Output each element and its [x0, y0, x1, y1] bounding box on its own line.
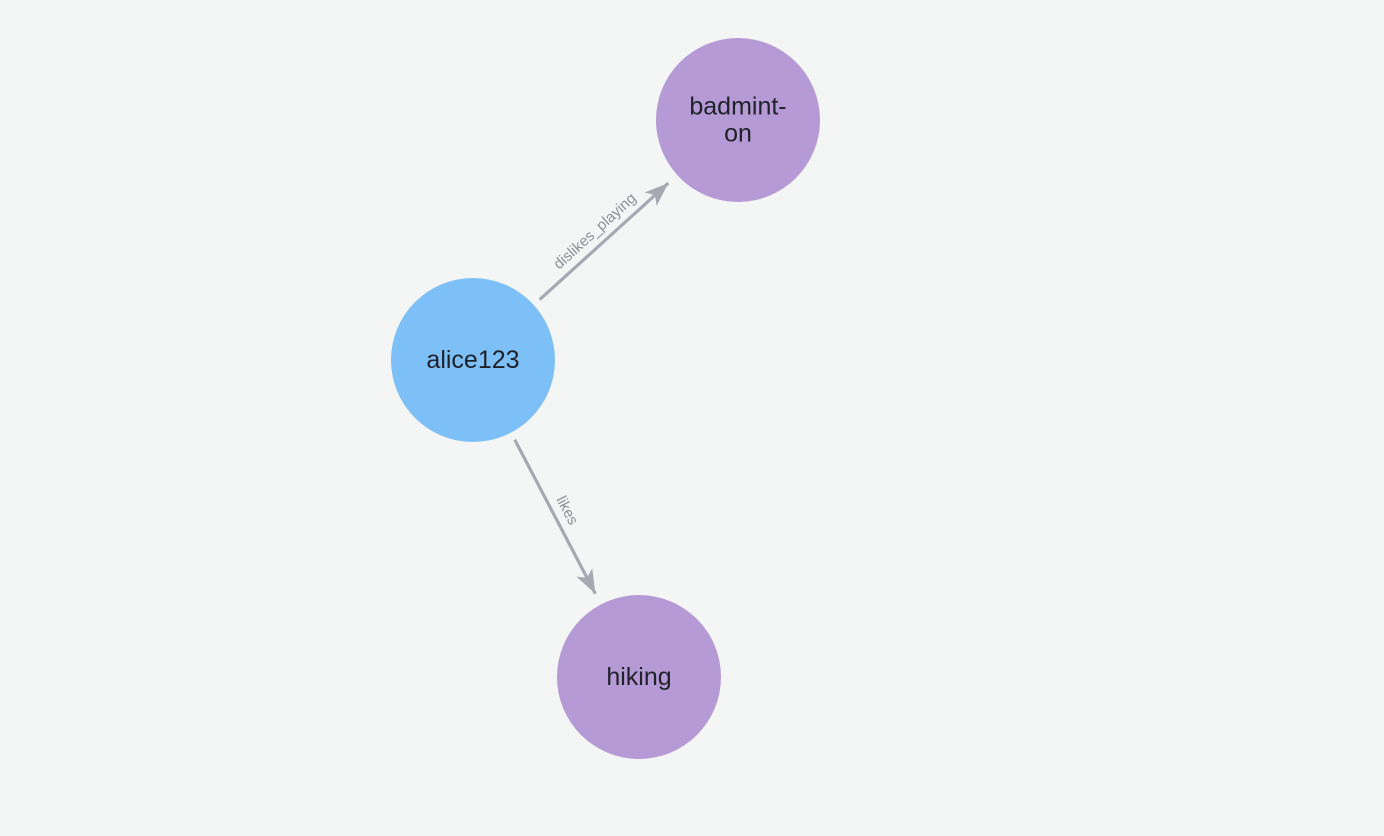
- graph-edge-dislikes_playing[interactable]: dislikes_playing: [538, 181, 670, 301]
- graph-node-badminton[interactable]: badmint-on: [656, 38, 820, 202]
- edge-label: dislikes_playing: [550, 190, 639, 273]
- graph-node-hiking[interactable]: hiking: [557, 595, 721, 759]
- edge-line[interactable]: [538, 181, 670, 301]
- node-circle[interactable]: [656, 38, 820, 202]
- node-circle[interactable]: [557, 595, 721, 759]
- graph-edge-likes[interactable]: likes: [513, 438, 597, 595]
- edge-line[interactable]: [513, 438, 597, 595]
- graph-node-alice123[interactable]: alice123: [391, 278, 555, 442]
- node-circle[interactable]: [391, 278, 555, 442]
